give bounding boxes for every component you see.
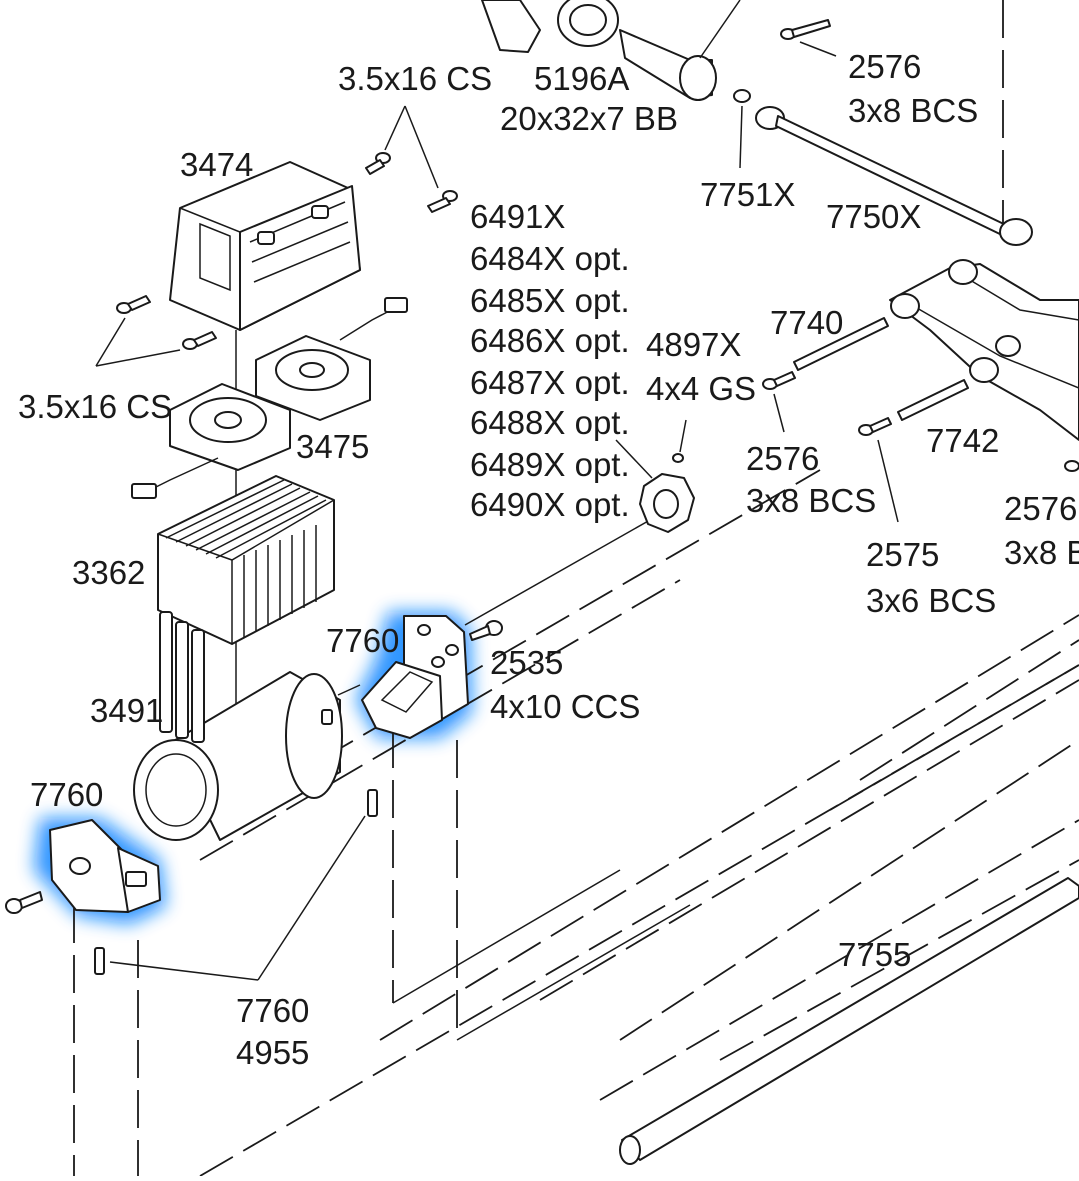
label-driveshaft: 7750X [826,198,921,235]
label-pinion-6: 6489X opt. [470,446,630,483]
shaft-7755 [619,877,1079,1165]
bearing-5196a-part [481,0,619,53]
label-pinion-0: 6491X [470,198,565,235]
heatsink-3362-part [157,475,335,645]
label-pinion-1: 6484X opt. [470,240,630,277]
fans-3475-part [131,297,408,499]
label-pinion-5: 6488X opt. [470,404,630,441]
label-setscrew-part: 4897X [646,326,741,363]
driveshaft-7750x-part [733,89,1033,246]
label-mount-front: 7760 [326,622,399,659]
label-bb-part: 5196A [534,60,629,97]
label-screw-right-part: 2576 [1004,490,1077,527]
label-screw-2575-size: 3x6 BCS [866,582,996,619]
label-screw-mid-part: 2576 [746,440,819,477]
screws-right-part [762,371,1079,472]
label-setscrew-size: 4x4 GS [646,370,756,407]
suspension-arm-part [889,259,1079,441]
screws-top-part [365,152,458,213]
label-shaft: 7755 [838,936,911,973]
label-heatsink: 3362 [72,554,145,591]
label-screw-left: 3.5x16 CS [18,388,172,425]
label-pinion-3: 6486X opt. [470,322,630,359]
label-pins-part: 7760 [236,992,309,1029]
pin-7740-part [793,317,889,371]
label-screw-2575-part: 2575 [866,536,939,573]
label-pinion-7: 6490X opt. [470,486,630,523]
leader-lines [95,41,899,981]
label-pinion-4: 6487X opt. [470,364,630,401]
screws-left-part [116,295,217,350]
pins-part [94,789,378,975]
label-screw-right-size: 3x8 BC [1004,534,1079,571]
label-fan-shroud: 3474 [180,146,253,183]
label-fans: 3475 [296,428,369,465]
label-bb-size: 20x32x7 BB [500,100,678,137]
outdrive-part [619,0,741,101]
label-pins-size: 4955 [236,1034,309,1071]
label-pin-7742: 7742 [926,422,999,459]
screw-2535-part [469,620,503,641]
label-screw-top: 3.5x16 CS [338,60,492,97]
fan-shroud-3474-part [169,161,361,331]
label-pin-7751: 7751X [700,176,795,213]
motor-3491-part [133,611,361,841]
label-pinion-2: 6485X opt. [470,282,630,319]
mount-front-7760-part [361,615,469,739]
part-labels: 3.5x16 CS 5196A 20x32x7 BB 2576 3x8 BCS … [18,48,1079,1071]
label-screw-mid-size: 3x8 BCS [746,482,876,519]
label-screw-tr-size: 3x8 BCS [848,92,978,129]
label-motor: 3491 [90,692,163,729]
mount-rear-7760-part [49,819,161,913]
screw-tr-part [780,19,831,40]
pinion-part [639,453,695,533]
label-screw-2535-part: 2535 [490,644,563,681]
label-mount-rear: 7760 [30,776,103,813]
label-pin-7740: 7740 [770,304,843,341]
label-screw-tr-part: 2576 [848,48,921,85]
label-screw-2535-size: 4x10 CCS [490,688,640,725]
screw-rear-part [5,891,43,914]
pin-7742-part [897,379,969,421]
